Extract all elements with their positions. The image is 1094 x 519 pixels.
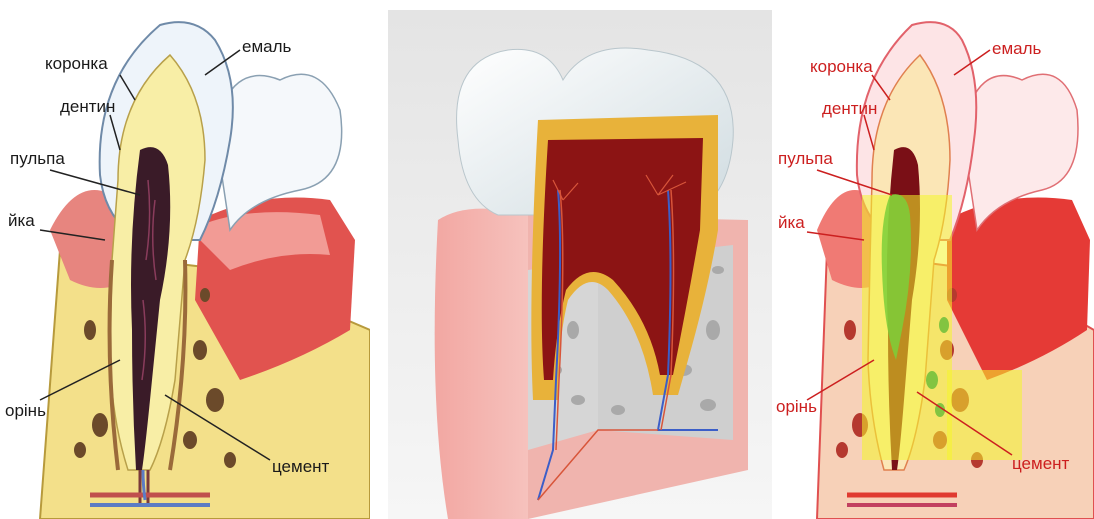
label-root: орінь: [776, 398, 817, 415]
molar-3d-illustration: [388, 0, 772, 519]
label-cement: цемент: [272, 458, 329, 475]
label-neck: йка: [8, 212, 35, 229]
highlighted-tooth-diagram: коронка емаль дентин пульпа йка орінь це…: [772, 0, 1094, 519]
label-neck: йка: [778, 214, 805, 231]
label-crown: коронка: [45, 55, 108, 72]
label-pulp: пульпа: [778, 150, 833, 167]
label-enamel: емаль: [242, 38, 291, 55]
tooth-cross-section-illustration: [0, 0, 370, 519]
label-root: орінь: [5, 402, 46, 419]
tooth-cross-section-tinted: [772, 0, 1094, 519]
label-dentin: дентин: [60, 98, 115, 115]
label-enamel: емаль: [992, 40, 1041, 57]
label-cement: цемент: [1012, 455, 1069, 472]
molar-3d-render: [388, 0, 772, 519]
label-pulp: пульпа: [10, 150, 65, 167]
labeled-tooth-diagram: коронка емаль дентин пульпа йка орінь це…: [0, 0, 370, 519]
label-dentin: дентин: [822, 100, 877, 117]
label-crown: коронка: [810, 58, 873, 75]
